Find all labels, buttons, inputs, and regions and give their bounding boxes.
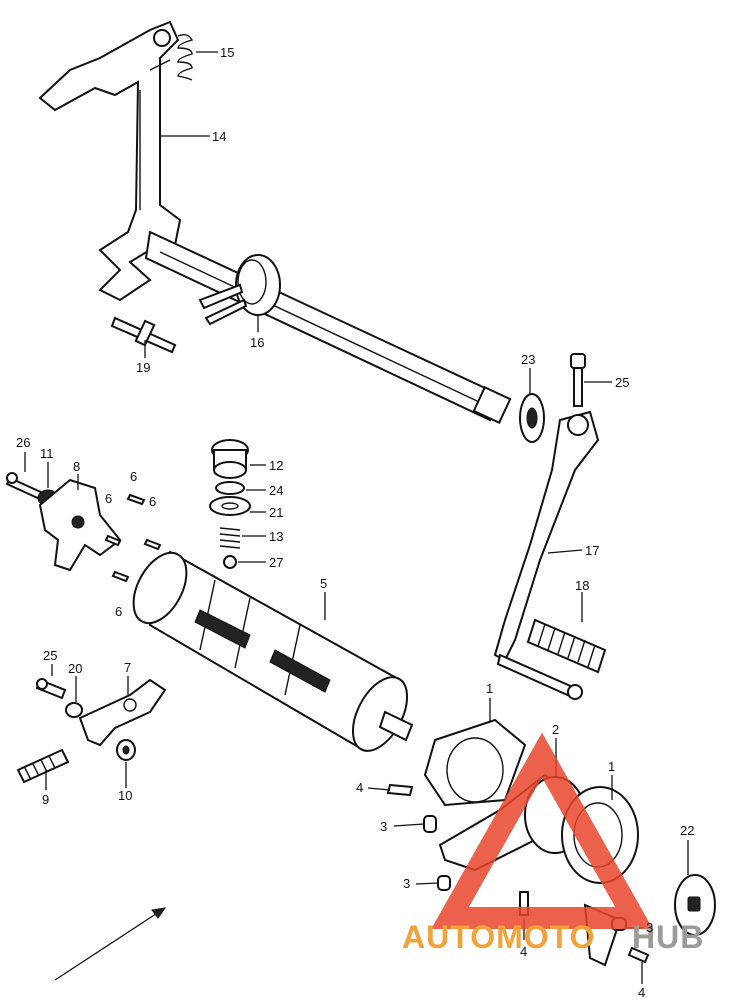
washer-part-22 [674, 874, 716, 936]
shift-pedal-part-17 [493, 410, 600, 700]
steel-ball-part-27 [223, 555, 237, 569]
part-label: 15 [220, 45, 234, 60]
part-label: 4 [356, 780, 363, 795]
part-label: 3 [380, 819, 387, 834]
part-label: 11 [40, 446, 54, 461]
part-label: 6 [130, 469, 137, 484]
watermark: AUTOMOTO HUB [402, 732, 704, 955]
part-label: 26 [16, 435, 30, 450]
part-label: 7 [124, 660, 131, 675]
bolt-part-25-upper [570, 353, 586, 407]
part-label: 20 [68, 661, 82, 676]
part-label: 1 [608, 759, 615, 774]
stopper-arm-part-7 [78, 678, 167, 747]
watermark-text-right: HUB [632, 919, 704, 955]
coil-spring-part-16 [198, 254, 281, 326]
star-plate-part-8 [38, 478, 122, 572]
part-label: 21 [269, 505, 283, 520]
washer-part-20 [65, 702, 83, 718]
part-label: 13 [269, 529, 283, 544]
washer-part-24 [215, 481, 245, 495]
bolt-part-19 [110, 316, 177, 354]
part-label: 6 [105, 491, 112, 506]
part-label: 3 [403, 876, 410, 891]
part-label: 12 [269, 458, 283, 473]
part-label: 22 [680, 823, 694, 838]
return-spring-part-15 [177, 33, 194, 81]
part-label: 17 [585, 543, 599, 558]
part-label: 4 [520, 944, 527, 959]
screw-part-26 [5, 472, 47, 502]
spring-part-9 [16, 748, 70, 784]
spring-part-13 [219, 527, 241, 549]
direction-arrow [54, 907, 167, 981]
part-label: 14 [212, 129, 226, 144]
watermark-text-left: AUTOMOTO [402, 919, 595, 955]
part-label: 24 [269, 483, 283, 498]
part-label: 4 [638, 985, 645, 1000]
watermark-triangle [431, 732, 653, 929]
shift-drum-part-5 [132, 550, 414, 752]
part-label: 2 [552, 722, 559, 737]
pins-part-6 [104, 493, 162, 583]
part-label: 6 [115, 604, 122, 619]
part-label: 1 [486, 681, 493, 696]
part-label: 3 [646, 920, 653, 935]
shift-shaft [144, 230, 512, 425]
part-label: 8 [73, 459, 80, 474]
part-label: 6 [149, 494, 156, 509]
washer-part-21 [209, 496, 251, 516]
part-label: 25 [43, 648, 57, 663]
part-label: 10 [118, 788, 132, 803]
part-label: 25 [615, 375, 629, 390]
bolt-part-25-lower [35, 678, 67, 700]
part-label: 18 [575, 578, 589, 593]
part-number-labels: 15 14 16 19 23 25 12 24 21 13 27 26 11 8… [16, 45, 694, 1000]
plug-bolt-part-12 [211, 439, 249, 479]
part-label: 23 [521, 352, 535, 367]
part-label: 9 [42, 792, 49, 807]
collar-part-10 [116, 739, 136, 761]
part-label: 27 [269, 555, 283, 570]
pedal-rubber-part-18 [526, 618, 607, 674]
part-label: 19 [136, 360, 150, 375]
shift-arm-part-14 [38, 20, 182, 302]
washer-part-23 [519, 393, 545, 443]
part-label: 16 [250, 335, 264, 350]
part-label: 5 [320, 576, 327, 591]
